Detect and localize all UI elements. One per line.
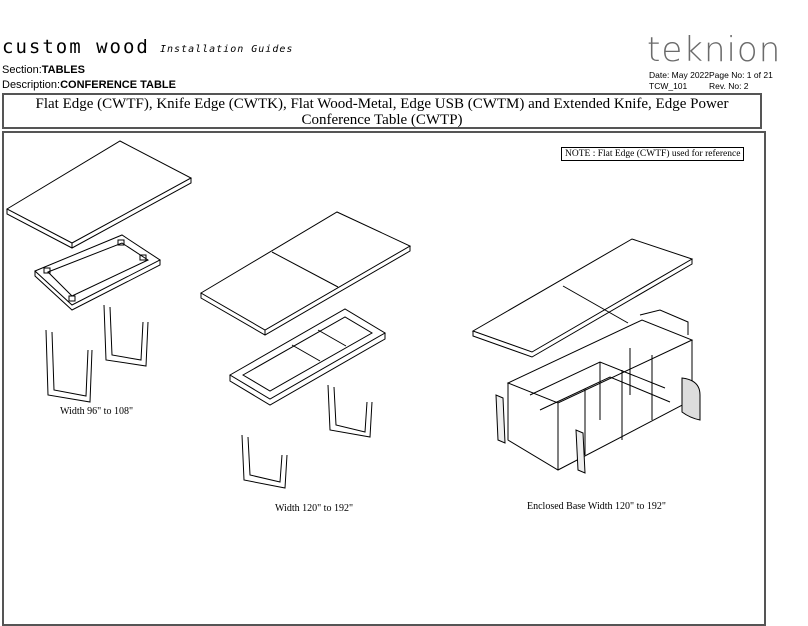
caption-left: Width 96" to 108": [60, 406, 134, 417]
page-title: Flat Edge (CWTF), Knife Edge (CWTK), Fla…: [2, 93, 762, 129]
caption-right: Enclosed Base Width 120" to 192": [527, 501, 666, 512]
section-line: Section:TABLES: [2, 64, 85, 76]
doc-code: TCW_101: [649, 81, 688, 91]
middle-tabletop: [200, 211, 412, 336]
left-tabletop: [5, 140, 193, 249]
document-info: Date: May 2022Page No: 1 of 21 TCW_101 Re…: [649, 70, 773, 92]
description-value: CONFERENCE TABLE: [60, 79, 176, 91]
middle-frame: [229, 308, 386, 406]
description-label: Description:: [2, 79, 61, 91]
right-enclosed-base: [495, 309, 701, 474]
teknion-logo: teknion: [647, 30, 782, 70]
middle-legs: [241, 384, 373, 489]
left-legs: [45, 304, 149, 403]
right-tabletop: [471, 238, 694, 358]
doc-revision: Rev. No: 2: [709, 81, 749, 91]
section-value: TABLES: [41, 64, 85, 76]
doc-date: Date: May 2022: [649, 70, 710, 80]
brand-subtitle: Installation Guides: [160, 44, 294, 55]
section-label: Section:: [2, 64, 42, 76]
caption-middle: Width 120" to 192": [275, 503, 354, 514]
description-line: Description:CONFERENCE TABLE: [2, 79, 176, 91]
brand-wordmark: custom wood: [2, 36, 150, 58]
doc-page: Page No: 1 of 21: [709, 70, 773, 80]
reference-note: NOTE : Flat Edge (CWTF) used for referen…: [561, 147, 745, 161]
left-frame: [34, 234, 161, 311]
